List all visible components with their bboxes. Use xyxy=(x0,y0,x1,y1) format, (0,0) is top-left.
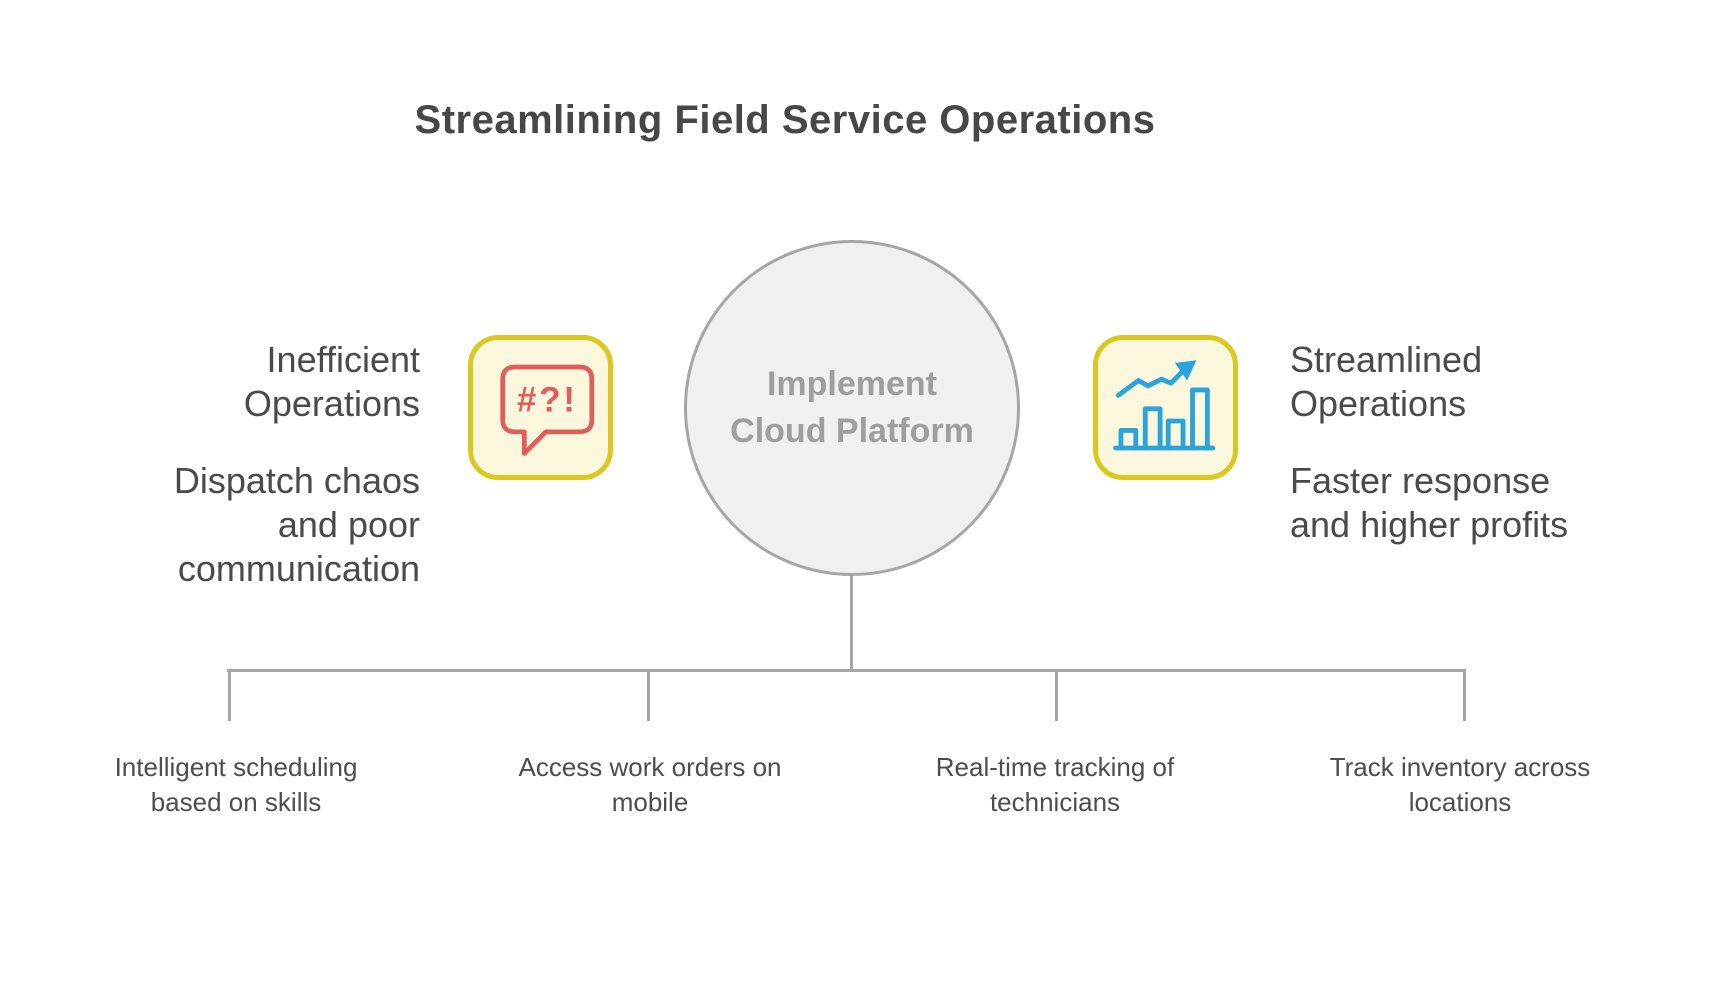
growth-chart-icon xyxy=(1113,360,1216,451)
left-problem-body: Dispatch chaos and poor communication xyxy=(173,460,420,589)
left-icon-tile: #?! xyxy=(468,335,613,480)
angry-speech-bubble-icon: #?! xyxy=(500,364,595,456)
right-benefit-body: Faster response and higher profits xyxy=(1290,460,1569,545)
branch-label-scheduling: Intelligent scheduling based on skills xyxy=(114,752,358,817)
central-node-label: Implement Cloud Platform xyxy=(730,365,974,450)
right-benefit-text-block: Streamlined Operations Faster response a… xyxy=(1290,338,1710,547)
branch-label-inventory: Track inventory across locations xyxy=(1329,752,1591,817)
connector-branch-line-4 xyxy=(1463,669,1466,721)
branch-label-work-orders: Access work orders on mobile xyxy=(518,752,782,817)
page-title: Streamlining Field Service Operations xyxy=(414,98,1156,142)
branch-label-tracking: Real-time tracking of technicians xyxy=(935,752,1175,817)
speech-bubble-text: #?! xyxy=(517,381,578,420)
left-problem-heading: Inefficient Operations xyxy=(243,339,420,424)
connector-branch-line-2 xyxy=(647,669,650,721)
left-problem-text-block: Inefficient Operations Dispatch chaos an… xyxy=(30,338,420,591)
connector-branch-line-3 xyxy=(1055,669,1058,721)
connector-crossbar-line xyxy=(227,669,1466,672)
right-benefit-heading: Streamlined Operations xyxy=(1290,339,1483,424)
right-icon-tile xyxy=(1093,335,1238,480)
connector-trunk-line xyxy=(850,575,853,671)
central-node: Implement Cloud Platform xyxy=(684,240,1020,576)
connector-branch-line-1 xyxy=(228,669,231,721)
